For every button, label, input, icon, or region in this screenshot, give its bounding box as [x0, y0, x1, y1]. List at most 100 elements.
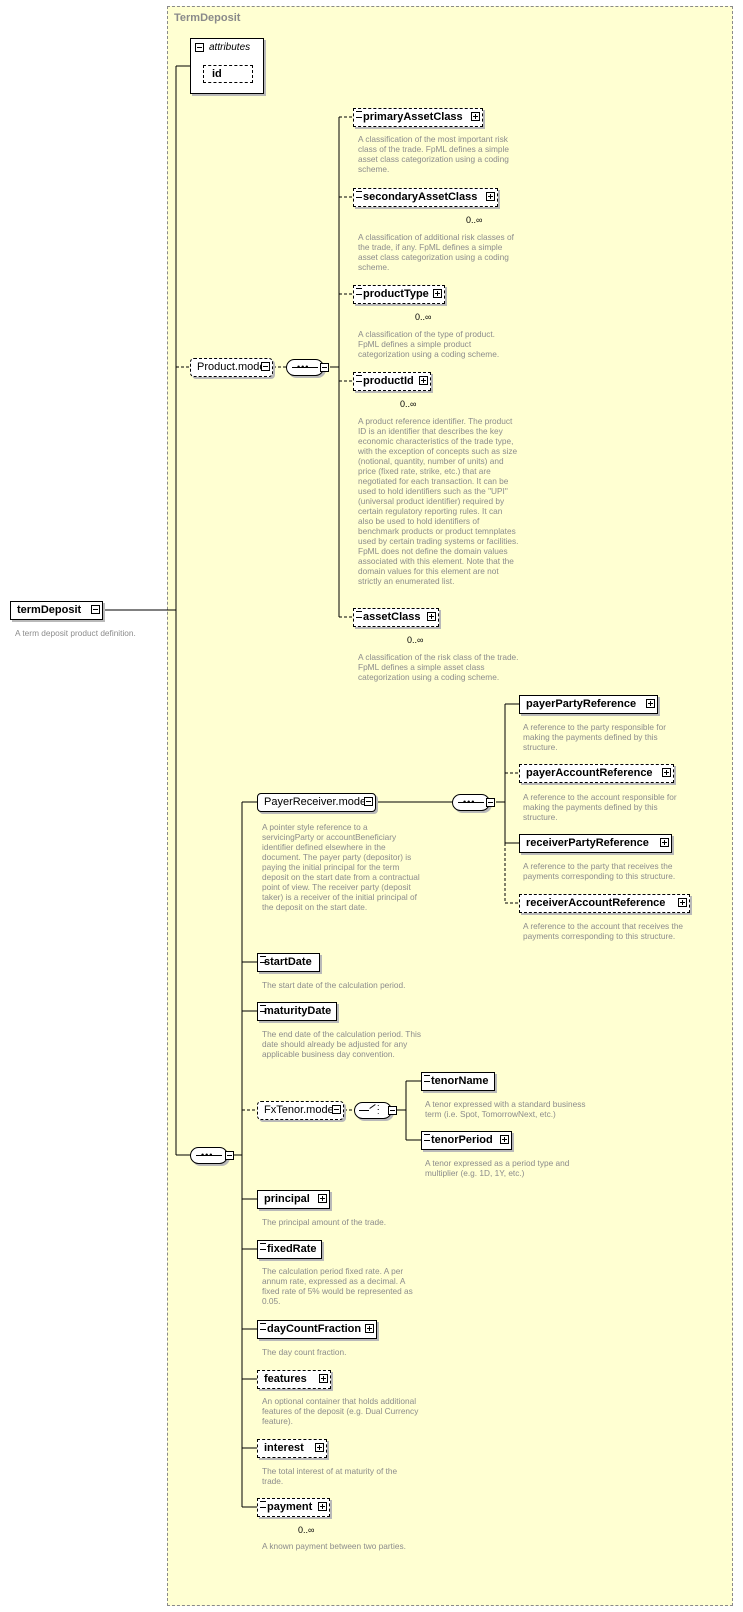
element-principal[interactable]: principal: [257, 1190, 330, 1209]
cardinality-label: 0..∞: [400, 399, 417, 409]
element-receiverPartyReference[interactable]: receiverPartyReference: [519, 834, 672, 853]
collapse-icon[interactable]: [261, 362, 270, 371]
sequence-compositor-product[interactable]: •••: [286, 359, 324, 376]
element-label: maturityDate: [264, 1005, 332, 1017]
group-fxtenor-model[interactable]: FxTenor.model: [257, 1101, 344, 1120]
element-description: The principal amount of the trade.: [262, 1217, 387, 1227]
element-secondaryAssetClass[interactable]: secondaryAssetClass: [353, 188, 498, 207]
attributes-header: attributes: [209, 42, 251, 53]
expand-icon[interactable]: [419, 376, 428, 385]
expand-icon[interactable]: [471, 112, 480, 121]
element-description: A product reference identifier. The prod…: [358, 416, 519, 586]
element-description: A tenor expressed with a standard busine…: [425, 1099, 586, 1119]
attributes-box: attributes id: [190, 38, 264, 94]
attribute-id[interactable]: id: [203, 65, 253, 83]
element-description: An optional container that holds additio…: [262, 1396, 419, 1426]
expand-icon[interactable]: [427, 612, 436, 621]
group-product-model[interactable]: Product.model: [190, 358, 273, 377]
element-description: A reference to the account responsible f…: [523, 792, 677, 822]
element-fixedRate[interactable]: fixedRate: [257, 1240, 322, 1259]
cardinality-label: 0..∞: [466, 215, 483, 225]
element-description: The total interest of at maturity of the…: [262, 1466, 398, 1486]
element-payerAccountReference[interactable]: payerAccountReference: [519, 764, 674, 783]
element-description: The end date of the calculation period. …: [262, 1029, 421, 1059]
element-description: The day count fraction.: [262, 1347, 347, 1357]
element-label: principal: [264, 1193, 310, 1205]
collapse-icon[interactable]: [364, 797, 373, 806]
expand-icon[interactable]: [318, 1194, 327, 1203]
element-dayCountFraction[interactable]: dayCountFraction: [257, 1320, 377, 1339]
element-label: assetClass: [363, 611, 421, 623]
element-label: dayCountFraction: [267, 1323, 362, 1335]
element-label: secondaryAssetClass: [363, 191, 478, 203]
element-description: The calculation period fixed rate. A per…: [262, 1266, 413, 1306]
element-productId[interactable]: productId: [353, 372, 431, 391]
element-receiverAccountReference[interactable]: receiverAccountReference: [519, 894, 690, 913]
expand-icon[interactable]: [365, 1324, 374, 1333]
expand-icon[interactable]: [319, 1374, 328, 1383]
element-label: tenorName: [431, 1075, 489, 1087]
element-label: startDate: [264, 956, 312, 968]
element-productType[interactable]: productType: [353, 285, 445, 304]
element-tenorName[interactable]: tenorName: [421, 1072, 495, 1091]
element-description: A reference to the party that receives t…: [523, 861, 676, 881]
element-maturityDate[interactable]: maturityDate: [257, 1002, 337, 1021]
element-startDate[interactable]: startDate: [257, 953, 320, 972]
collapse-icon[interactable]: [320, 363, 329, 372]
element-description: A term deposit product definition.: [15, 628, 136, 638]
expand-icon[interactable]: [646, 699, 655, 708]
expand-icon[interactable]: [660, 838, 669, 847]
element-description: A reference to the party responsible for…: [523, 722, 666, 752]
collapse-icon[interactable]: [91, 605, 100, 614]
expand-icon[interactable]: [662, 768, 671, 777]
element-label: fixedRate: [267, 1243, 317, 1255]
expand-icon[interactable]: [500, 1135, 509, 1144]
element-label: productId: [363, 375, 414, 387]
expand-icon[interactable]: [433, 289, 442, 298]
element-payerPartyReference[interactable]: payerPartyReference: [519, 695, 658, 714]
group-label: PayerReceiver.model: [264, 796, 369, 808]
element-description: A classification of the type of product.…: [358, 329, 500, 359]
element-label: productType: [363, 288, 429, 300]
cardinality-label: 0..∞: [415, 312, 432, 322]
expand-icon[interactable]: [318, 1502, 327, 1511]
cardinality-label: 0..∞: [298, 1525, 315, 1535]
collapse-icon[interactable]: [332, 1105, 341, 1114]
element-interest[interactable]: interest: [257, 1439, 327, 1458]
element-label: primaryAssetClass: [363, 111, 463, 123]
group-label: FxTenor.model: [264, 1104, 337, 1116]
element-features[interactable]: features: [257, 1370, 331, 1389]
sequence-compositor-main[interactable]: •••: [190, 1147, 228, 1164]
element-description: A classification of the most important r…: [358, 134, 509, 174]
sequence-compositor-payer[interactable]: •••: [452, 794, 490, 811]
expand-icon[interactable]: [678, 898, 687, 907]
element-termDeposit[interactable]: termDeposit: [10, 601, 103, 620]
element-label: termDeposit: [17, 604, 82, 616]
element-primaryAssetClass[interactable]: primaryAssetClass: [353, 108, 483, 127]
expand-icon[interactable]: [486, 192, 495, 201]
element-label: tenorPeriod: [431, 1134, 493, 1146]
element-description: A reference to the account that receives…: [523, 921, 684, 941]
element-assetClass[interactable]: assetClass: [353, 608, 439, 627]
element-label: interest: [264, 1442, 304, 1454]
element-label: payerPartyReference: [526, 698, 637, 710]
element-tenorPeriod[interactable]: tenorPeriod: [421, 1131, 512, 1150]
cardinality-label: 0..∞: [407, 635, 424, 645]
element-label: payment: [267, 1501, 313, 1513]
element-description: A classification of additional risk clas…: [358, 232, 514, 272]
group-payer-receiver-model[interactable]: PayerReceiver.model: [257, 793, 376, 812]
type-name: TermDeposit: [174, 12, 241, 24]
element-payment[interactable]: payment: [257, 1498, 330, 1517]
expand-icon[interactable]: [315, 1443, 324, 1452]
collapse-icon[interactable]: [225, 1151, 234, 1160]
choice-compositor-tenor[interactable]: ::: [354, 1102, 392, 1119]
element-description: The start date of the calculation period…: [262, 980, 406, 990]
collapse-icon[interactable]: [388, 1106, 397, 1115]
collapse-icon[interactable]: [486, 798, 495, 807]
collapse-icon[interactable]: [195, 43, 204, 52]
element-description: A known payment between two parties.: [262, 1541, 406, 1551]
element-label: features: [264, 1373, 307, 1385]
